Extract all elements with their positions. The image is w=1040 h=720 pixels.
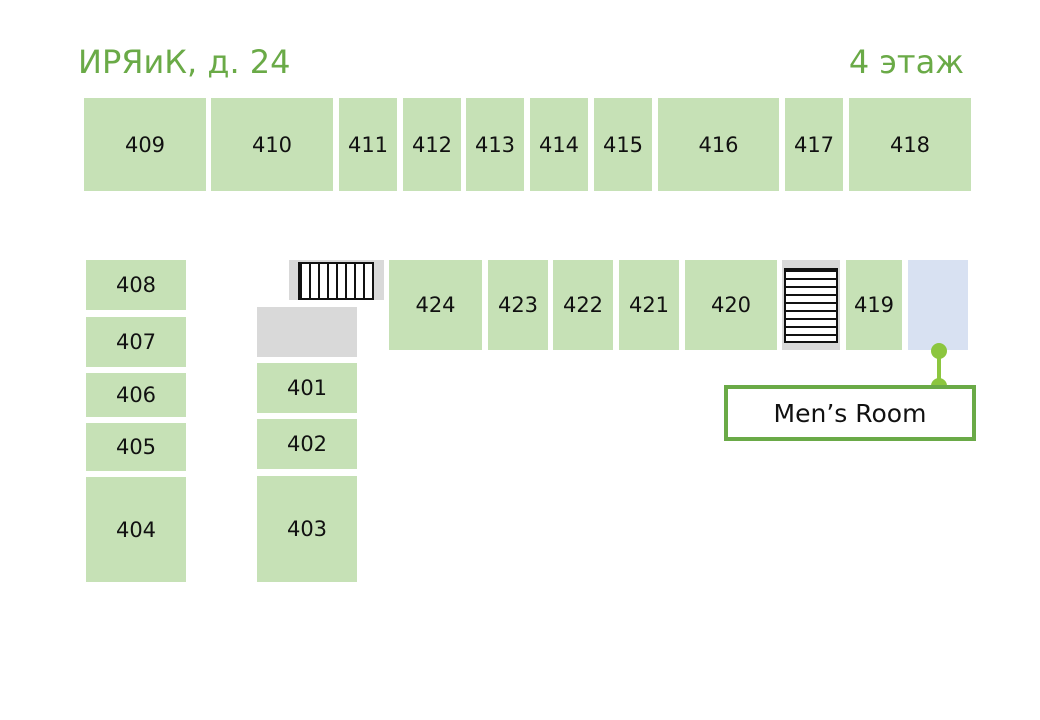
room-416[interactable]: 416 bbox=[658, 98, 779, 191]
staircase-icon bbox=[298, 262, 374, 300]
room-424[interactable]: 424 bbox=[389, 260, 482, 350]
room-415[interactable]: 415 bbox=[594, 98, 652, 191]
room-406[interactable]: 406 bbox=[86, 373, 186, 417]
room-418[interactable]: 418 bbox=[849, 98, 971, 191]
room-408[interactable]: 408 bbox=[86, 260, 186, 310]
room-421[interactable]: 421 bbox=[619, 260, 679, 350]
room-422[interactable]: 422 bbox=[553, 260, 613, 350]
service-area bbox=[257, 307, 357, 357]
room-417[interactable]: 417 bbox=[785, 98, 843, 191]
room-410[interactable]: 410 bbox=[211, 98, 333, 191]
mens-room-area[interactable] bbox=[908, 260, 968, 350]
room-401[interactable]: 401 bbox=[257, 363, 357, 413]
callout-dot-top bbox=[931, 343, 947, 359]
mens-room-label[interactable]: Men’s Room bbox=[724, 385, 976, 441]
building-title: ИРЯиК, д. 24 bbox=[78, 43, 291, 81]
room-403[interactable]: 403 bbox=[257, 476, 357, 582]
room-420[interactable]: 420 bbox=[685, 260, 777, 350]
room-413[interactable]: 413 bbox=[466, 98, 524, 191]
room-405[interactable]: 405 bbox=[86, 423, 186, 471]
room-412[interactable]: 412 bbox=[403, 98, 461, 191]
callout-connector bbox=[937, 350, 941, 386]
room-404[interactable]: 404 bbox=[86, 477, 186, 582]
room-411[interactable]: 411 bbox=[339, 98, 397, 191]
room-402[interactable]: 402 bbox=[257, 419, 357, 469]
room-414[interactable]: 414 bbox=[530, 98, 588, 191]
room-423[interactable]: 423 bbox=[488, 260, 548, 350]
staircase-icon bbox=[784, 268, 838, 343]
room-419[interactable]: 419 bbox=[846, 260, 902, 350]
room-409[interactable]: 409 bbox=[84, 98, 206, 191]
floor-title: 4 этаж bbox=[848, 43, 964, 81]
room-407[interactable]: 407 bbox=[86, 317, 186, 367]
